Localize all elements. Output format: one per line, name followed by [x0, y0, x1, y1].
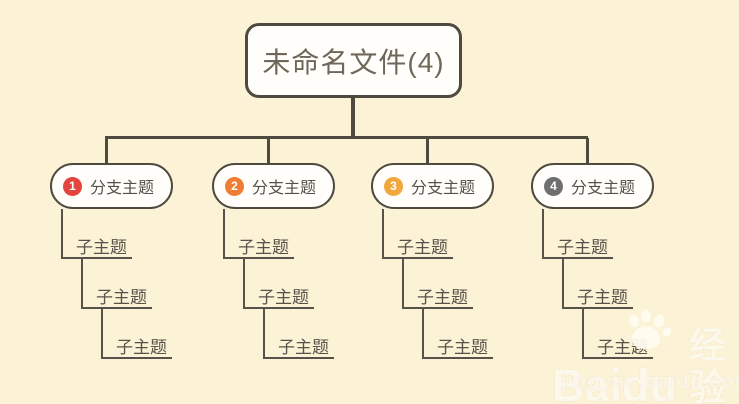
subtopic-underline [422, 357, 493, 359]
subtopic[interactable]: 子主题 [577, 288, 628, 307]
root-topic-label: 未命名文件(4) [262, 46, 445, 78]
branch-drop-line [426, 138, 429, 164]
subtopic-connector-line [582, 309, 584, 357]
subtopic-connector-line [402, 259, 404, 307]
subtopic-underline [243, 307, 314, 309]
subtopic-connector-line [422, 309, 424, 357]
branch-label: 分支主题 [252, 180, 317, 197]
subtopic-connector-line [542, 209, 544, 259]
subtopic-connector-line [382, 209, 384, 259]
subtopic[interactable]: 子主题 [417, 288, 468, 307]
subtopic-connector-line [61, 209, 63, 259]
branch-label: 分支主题 [90, 180, 155, 197]
subtopic-underline [223, 257, 294, 259]
subtopic[interactable]: 子主题 [437, 338, 488, 357]
watermark-brand-suffix: 经验 [689, 325, 727, 404]
subtopic[interactable]: 子主题 [76, 238, 127, 257]
root-topic-node[interactable]: 未命名文件(4) [245, 23, 462, 98]
branch-label: 分支主题 [571, 180, 636, 197]
root-trunk-line [351, 95, 355, 138]
branch-subtree-3: 3 分支主题 子主题 子主题 子主题 [371, 163, 521, 404]
subtopic-underline [582, 357, 653, 359]
subtopic[interactable]: 子主题 [116, 338, 167, 357]
branch-node-1[interactable]: 1 分支主题 [50, 163, 173, 209]
branch-bus-line [105, 136, 588, 139]
subtopic[interactable]: 子主题 [557, 238, 608, 257]
subtopic-underline [382, 257, 453, 259]
subtopic[interactable]: 子主题 [397, 238, 448, 257]
branch-drop-line [267, 138, 270, 164]
subtopic-underline [81, 307, 152, 309]
subtopic-underline [562, 307, 633, 309]
subtopic[interactable]: 子主题 [258, 288, 309, 307]
subtopic-underline [263, 357, 334, 359]
subtopic-connector-line [101, 309, 103, 357]
branch-label: 分支主题 [411, 180, 476, 197]
branch-number-badge: 2 [225, 176, 244, 196]
branch-subtree-1: 1 分支主题 子主题 子主题 子主题 [50, 163, 200, 404]
subtopic-underline [101, 357, 172, 359]
subtopic[interactable]: 子主题 [238, 238, 289, 257]
subtopic-underline [61, 257, 132, 259]
subtopic-underline [402, 307, 473, 309]
branch-drop-line [586, 138, 589, 164]
subtopic-connector-line [81, 259, 83, 307]
subtopic[interactable]: 子主题 [597, 338, 648, 357]
subtopic-underline [542, 257, 613, 259]
branch-subtree-4: 4 分支主题 子主题 子主题 子主题 [531, 163, 681, 404]
branch-node-3[interactable]: 3 分支主题 [371, 163, 494, 209]
branch-number-badge: 3 [384, 176, 403, 196]
branch-number-badge: 1 [63, 176, 82, 196]
branch-drop-line [105, 138, 108, 164]
subtopic[interactable]: 子主题 [96, 288, 147, 307]
branch-subtree-2: 2 分支主题 子主题 子主题 子主题 [212, 163, 362, 404]
subtopic-connector-line [263, 309, 265, 357]
subtopic-connector-line [562, 259, 564, 307]
branch-number-badge: 4 [544, 176, 563, 196]
subtopic[interactable]: 子主题 [278, 338, 329, 357]
subtopic-connector-line [223, 209, 225, 259]
branch-node-4[interactable]: 4 分支主题 [531, 163, 654, 209]
subtopic-connector-line [243, 259, 245, 307]
branch-node-2[interactable]: 2 分支主题 [212, 163, 335, 209]
